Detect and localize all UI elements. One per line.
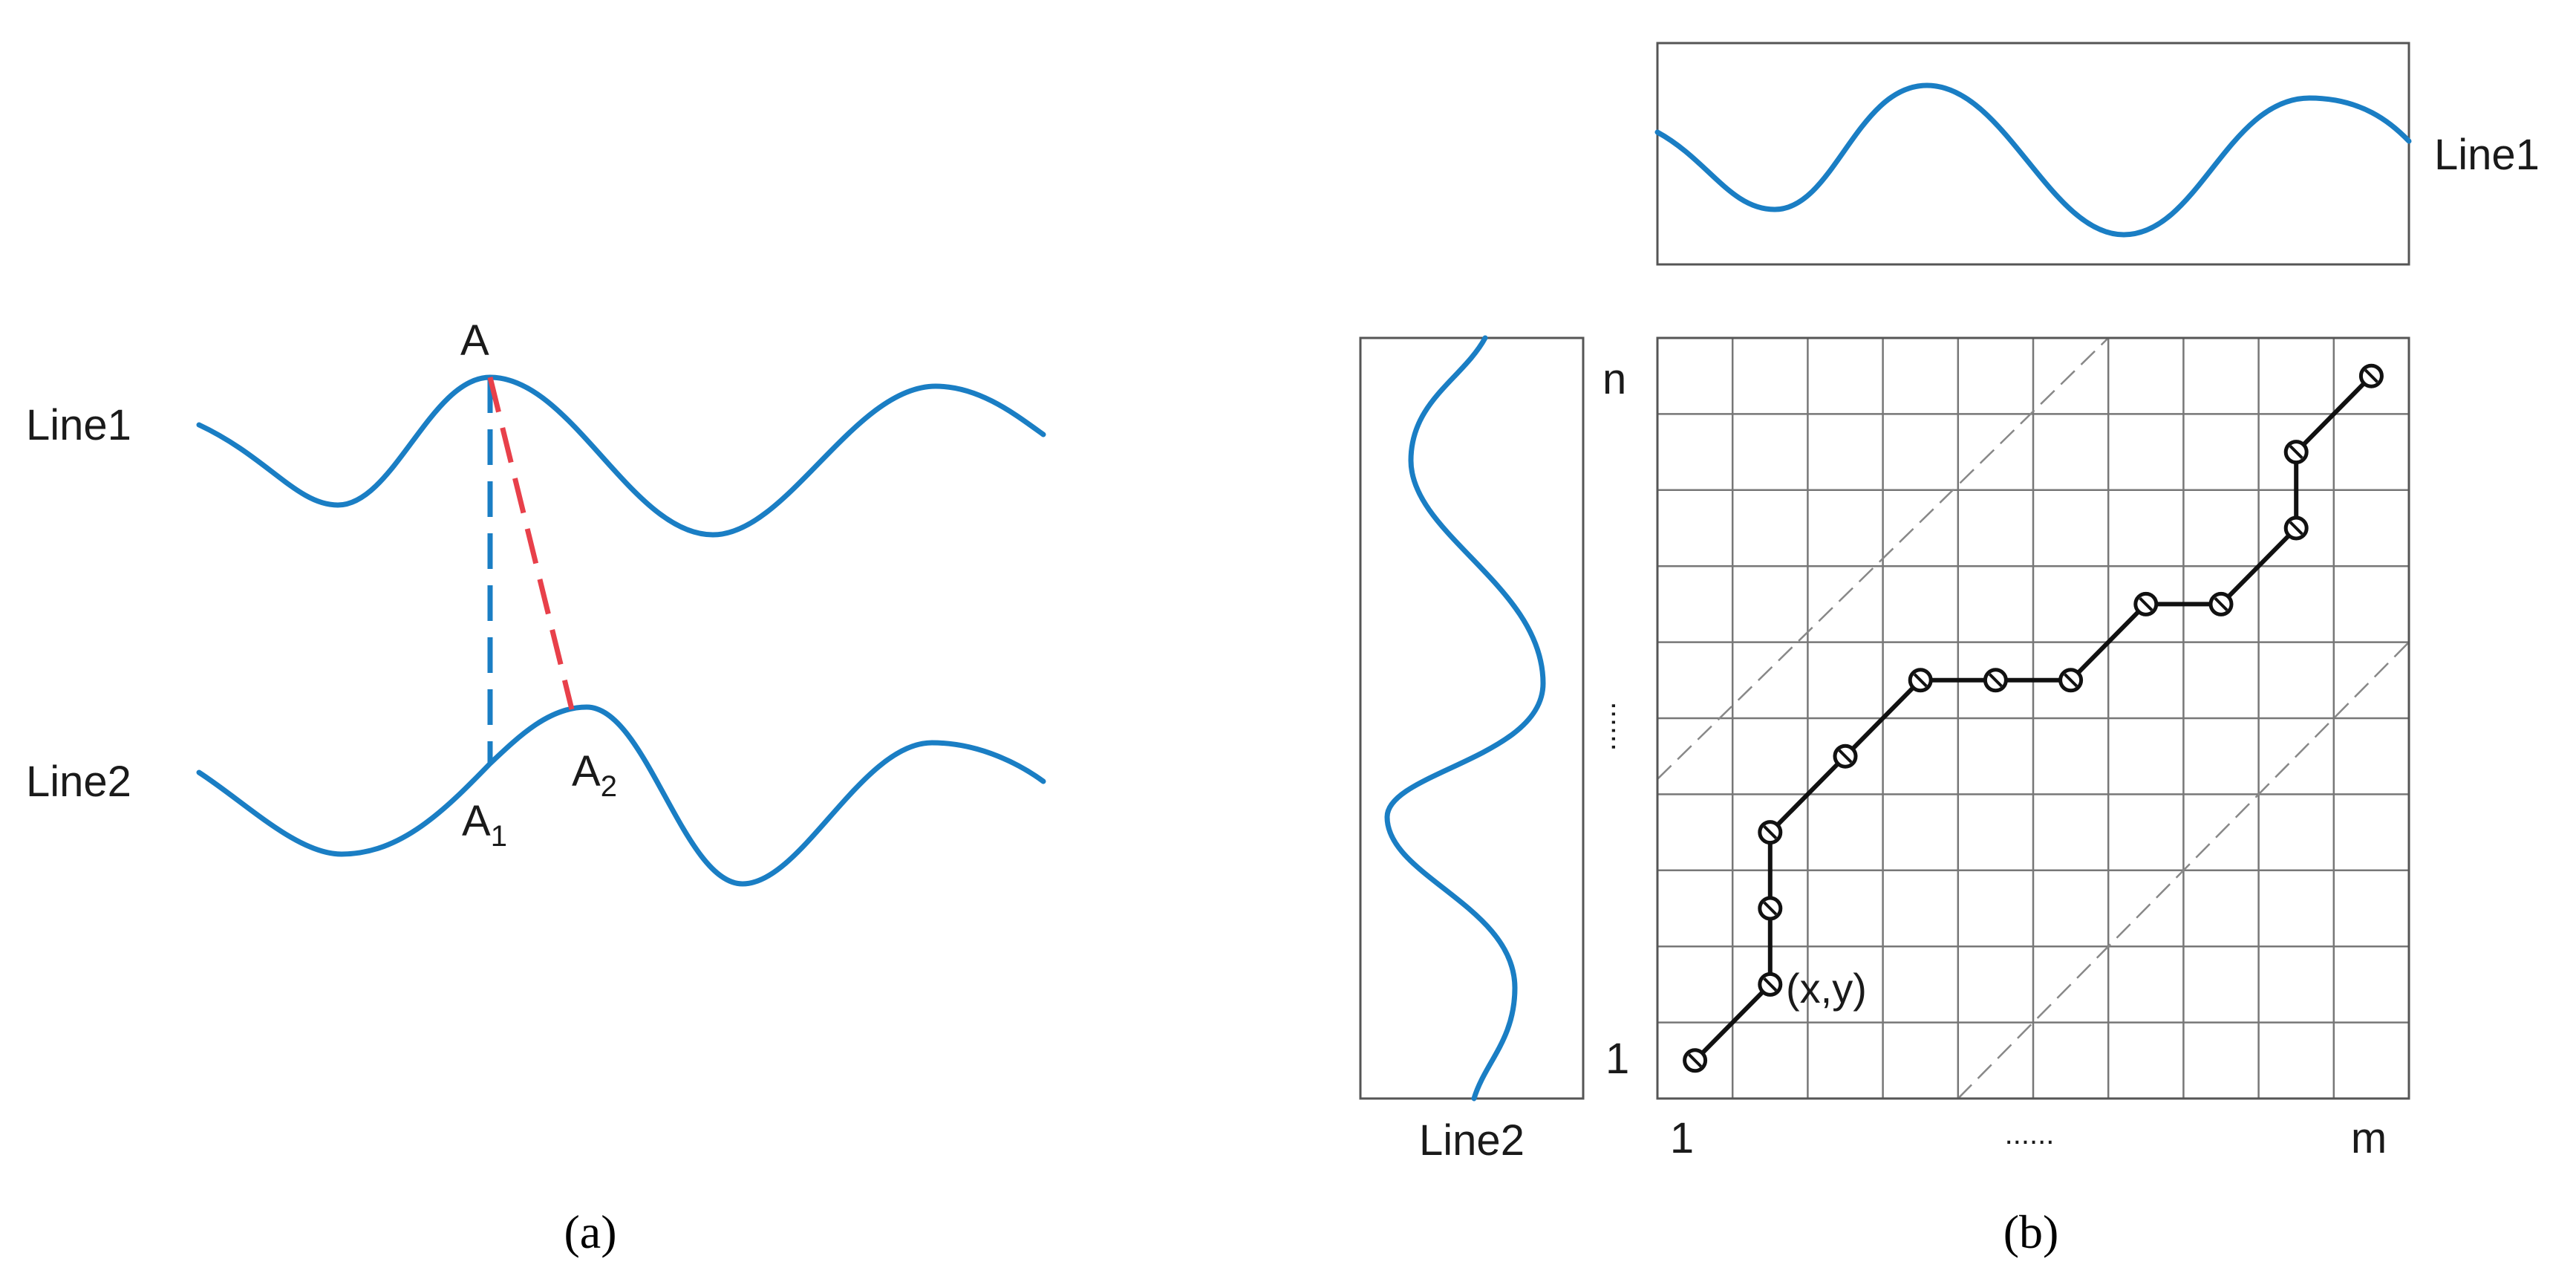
- x-axis-left-label: 1: [1670, 1114, 1694, 1162]
- line2-series-box: [1359, 336, 1585, 1100]
- point-a1-label: A1: [462, 797, 507, 853]
- y-axis-bottom-label: 1: [1605, 1035, 1629, 1083]
- warping-path-node-mark: [1688, 1053, 1703, 1068]
- caption-b: (b): [2003, 1205, 2059, 1258]
- cost-matrix-grid: [1657, 338, 2409, 1099]
- band-boundary-line: [1657, 337, 2110, 780]
- point-a2-label: A2: [572, 747, 617, 803]
- line1-wave-b: [1654, 82, 2412, 238]
- warping-path: [1683, 363, 2384, 1073]
- warping-path-node-mark: [2364, 368, 2378, 383]
- y-axis-top-label: n: [1602, 355, 1626, 403]
- x-axis-ellipsis: ......: [2005, 1118, 2055, 1151]
- warping-path-node-mark: [2289, 445, 2303, 460]
- warping-path-node-mark: [1763, 901, 1778, 916]
- panel-b: Line1 Line2 (x,y) n ...... 1 1 ...... m …: [1359, 42, 2540, 1258]
- line1-wave-a: [196, 374, 1046, 538]
- line2-label-a: Line2: [26, 758, 131, 806]
- caption-a: (a): [564, 1205, 616, 1258]
- warping-path-node-mark: [1838, 749, 1853, 764]
- point-xy-label: (x,y): [1786, 965, 1867, 1012]
- warping-window-band: [1657, 337, 2410, 1099]
- warping-path-node-mark: [1763, 977, 1778, 992]
- line1-series-box: [1656, 42, 2410, 266]
- cost-matrix-frame: [1656, 336, 2410, 1100]
- point-a-label: A: [460, 316, 489, 365]
- x-axis-right-label: m: [2351, 1114, 2387, 1162]
- line2-wave-a: [196, 704, 1046, 887]
- warping-path-node-mark: [1763, 825, 1778, 840]
- y-axis-ellipsis: ......: [1589, 702, 1622, 752]
- warping-path-node-mark: [2139, 596, 2153, 611]
- warping-path-node-mark: [2289, 521, 2303, 536]
- warping-path-node-mark: [1988, 673, 2003, 688]
- line1-label-a: Line1: [26, 401, 131, 449]
- warping-path-node-mark: [1913, 673, 1928, 688]
- line2-label-b: Line2: [1419, 1116, 1525, 1165]
- warping-path-node-mark: [2064, 673, 2078, 688]
- warping-path-node-mark: [2214, 596, 2228, 611]
- band-boundary-line: [1957, 641, 2410, 1099]
- panel-a: Line1 Line2 A A1 A2 (a): [26, 316, 1046, 1258]
- dtw-distance-line: [487, 377, 575, 710]
- line1-label-b: Line1: [2434, 131, 2540, 179]
- line2-wave-b: [1384, 335, 1546, 1101]
